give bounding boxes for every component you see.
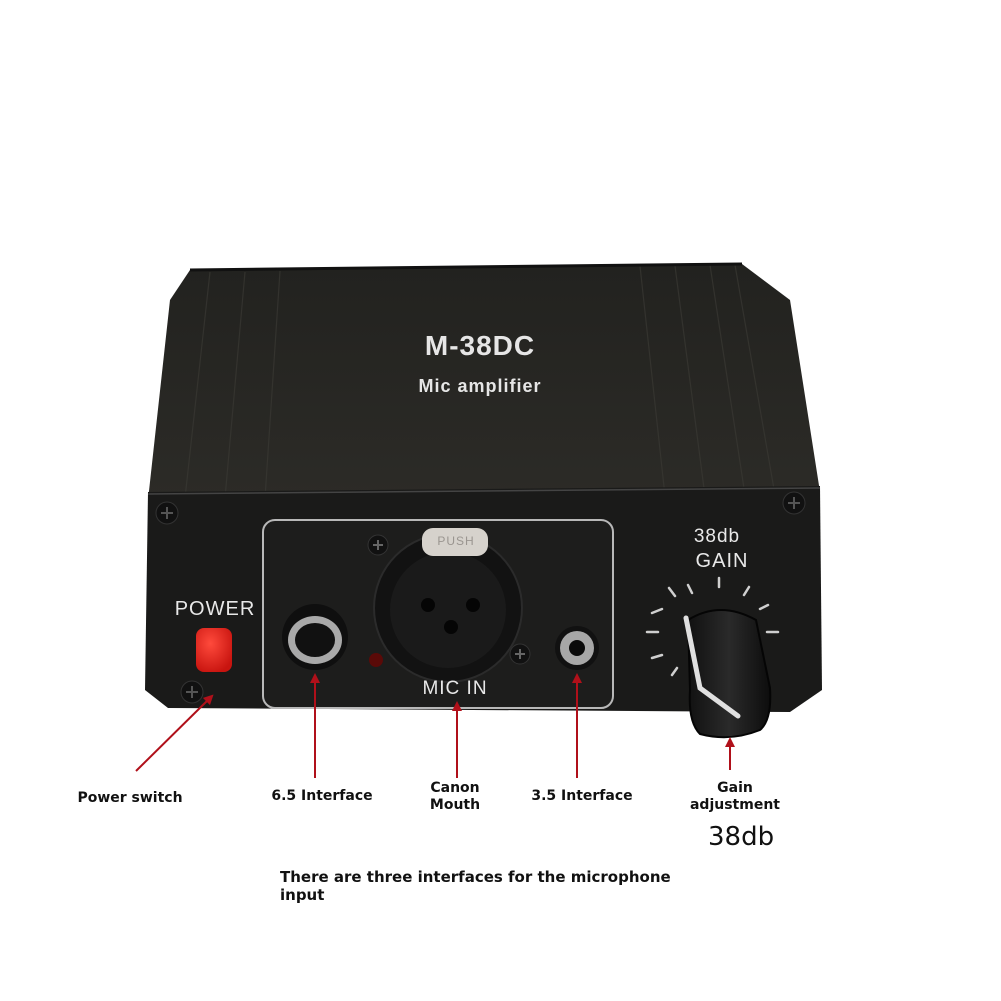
enclosure-top: [148, 262, 820, 500]
xlr-push-latch[interactable]: [422, 528, 488, 556]
led-indicator: [369, 653, 383, 667]
screw-icon: [782, 491, 806, 515]
callout-canon-line2: Mouth: [429, 797, 481, 813]
xlr-push-label: PUSH: [437, 534, 475, 548]
screw-icon: [155, 501, 179, 525]
callout-arrows: [135, 673, 735, 778]
caption: There are three interfaces for the micro…: [280, 868, 671, 904]
screw-icon: [509, 643, 531, 665]
gain-scale: [645, 576, 780, 677]
gain-value-text: 38db: [708, 822, 775, 852]
product-subtitle: Mic amplifier: [418, 376, 542, 396]
mic-in-label: MIC IN: [422, 678, 488, 699]
gain-knob[interactable]: [683, 609, 772, 739]
callout-gain-line2: adjustment: [689, 797, 780, 813]
callout-canon-line1: Canon: [430, 780, 480, 796]
callout-gain-line1: Gain: [717, 780, 753, 796]
power-button[interactable]: [196, 628, 232, 672]
screw-icon: [180, 680, 204, 704]
callout-3-5-interface: 3.5 Interface: [531, 788, 633, 804]
callout-power-switch: Power switch: [77, 790, 183, 806]
power-label: POWER: [174, 598, 256, 620]
gain-value-label: 38db: [693, 526, 741, 547]
callout-6-5-interface: 6.5 Interface: [271, 788, 373, 804]
xlr-connector[interactable]: [373, 528, 523, 683]
gain-label: GAIN: [695, 550, 749, 572]
jack-3-5mm[interactable]: [555, 626, 599, 670]
callout-gain-adjustment: Gain adjustment: [680, 780, 790, 814]
model-name: M-38DC: [424, 330, 536, 361]
jack-6-5mm[interactable]: [282, 604, 348, 670]
screw-icon: [367, 534, 389, 556]
callout-canon-mouth: Canon Mouth: [410, 780, 500, 814]
